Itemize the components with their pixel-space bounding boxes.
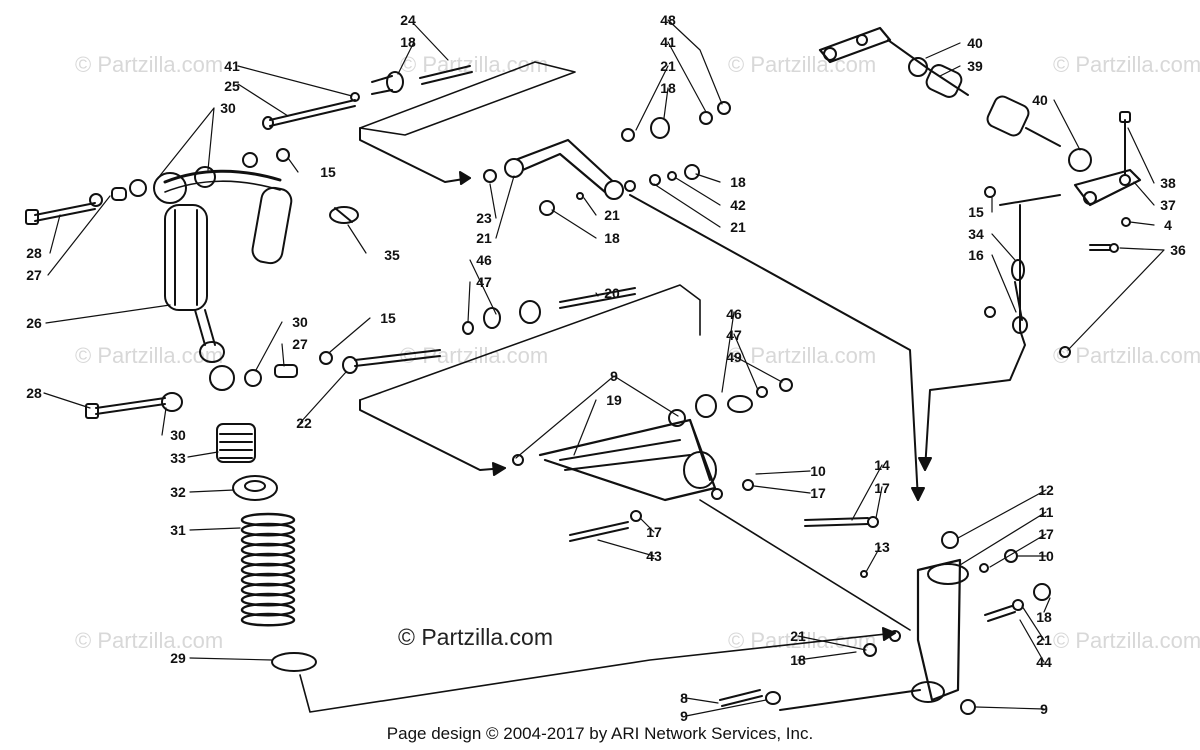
part-callout-4: 4 — [1164, 217, 1172, 233]
part-callout-40: 40 — [1032, 92, 1048, 108]
part-callout-17: 17 — [810, 485, 826, 501]
part-callout-42: 42 — [730, 197, 746, 213]
part-callout-46: 46 — [476, 252, 492, 268]
part-callout-15: 15 — [320, 164, 336, 180]
part-callout-8: 8 — [680, 690, 688, 706]
part-callout-21: 21 — [660, 58, 676, 74]
part-callout-26: 26 — [26, 315, 42, 331]
part-callout-18: 18 — [730, 174, 746, 190]
part-callout-21: 21 — [604, 207, 620, 223]
part-callout-39: 39 — [967, 58, 983, 74]
partzilla-watermark: © Partzilla.com — [398, 624, 553, 650]
lower-arm-plane — [359, 284, 911, 631]
part-callout-29: 29 — [170, 650, 186, 666]
part-callout-24: 24 — [400, 12, 416, 28]
part-callout-17: 17 — [646, 524, 662, 540]
steering-tie-rod — [818, 26, 1142, 471]
watermark: © Partzilla.com — [1053, 52, 1200, 77]
part-callout-9: 9 — [610, 368, 618, 384]
part-callout-15: 15 — [380, 310, 396, 326]
part-callout-9: 9 — [680, 708, 688, 724]
part-callout-28: 28 — [26, 385, 42, 401]
part-callout-30: 30 — [170, 427, 186, 443]
watermark: © Partzilla.com — [75, 52, 224, 77]
part-callout-21: 21 — [790, 628, 806, 644]
part-callout-22: 22 — [296, 415, 312, 431]
watermark: © Partzilla.com — [400, 343, 549, 368]
watermark: © Partzilla.com — [728, 52, 877, 77]
spindle — [719, 516, 1051, 715]
part-callout-9: 9 — [1040, 701, 1048, 717]
shock-absorber — [25, 148, 896, 713]
watermark: © Partzilla.com — [400, 52, 549, 77]
part-callout-23: 23 — [476, 210, 492, 226]
part-callout-17: 17 — [874, 480, 890, 496]
part-callout-25: 25 — [224, 78, 240, 94]
part-callout-15: 15 — [968, 204, 984, 220]
part-callout-18: 18 — [660, 80, 676, 96]
part-callout-47: 47 — [726, 327, 742, 343]
part-callout-21: 21 — [1036, 632, 1052, 648]
part-callout-10: 10 — [810, 463, 826, 479]
part-callout-18: 18 — [400, 34, 416, 50]
part-callout-36: 36 — [1170, 242, 1186, 258]
part-callout-41: 41 — [660, 34, 676, 50]
part-callout-33: 33 — [170, 450, 186, 466]
part-callout-32: 32 — [170, 484, 186, 500]
part-callout-30: 30 — [292, 314, 308, 330]
part-callout-47: 47 — [476, 274, 492, 290]
part-callout-34: 34 — [968, 226, 984, 242]
part-callout-28: 28 — [26, 245, 42, 261]
watermark: © Partzilla.com — [1053, 628, 1200, 653]
part-callout-12: 12 — [1038, 482, 1054, 498]
part-callout-20: 20 — [604, 285, 620, 301]
part-callout-27: 27 — [26, 267, 42, 283]
leader-lines — [43, 19, 1165, 717]
part-callout-18: 18 — [1036, 609, 1052, 625]
part-callout-49: 49 — [726, 349, 742, 365]
part-callout-43: 43 — [646, 548, 662, 564]
watermark: © Partzilla.com — [1053, 343, 1200, 368]
part-callout-10: 10 — [1038, 548, 1054, 564]
part-callout-41: 41 — [224, 58, 240, 74]
part-callout-14: 14 — [874, 457, 890, 473]
part-callout-44: 44 — [1036, 654, 1052, 670]
part-callout-30: 30 — [220, 100, 236, 116]
watermark: © Partzilla.com — [728, 343, 877, 368]
part-callout-27: 27 — [292, 336, 308, 352]
part-callout-18: 18 — [790, 652, 806, 668]
part-callout-17: 17 — [1038, 526, 1054, 542]
part-callout-11: 11 — [1038, 504, 1054, 520]
part-callout-16: 16 — [968, 247, 984, 263]
part-callout-37: 37 — [1160, 197, 1176, 213]
part-callout-46: 46 — [726, 306, 742, 322]
part-callout-13: 13 — [874, 539, 890, 555]
part-callout-31: 31 — [170, 522, 186, 538]
watermark: © Partzilla.com — [75, 343, 224, 368]
part-callout-21: 21 — [730, 219, 746, 235]
page-footer: Page design © 2004-2017 by ARI Network S… — [386, 724, 814, 743]
part-callout-19: 19 — [606, 392, 622, 408]
part-callout-35: 35 — [384, 247, 400, 263]
upper-arm-plane — [262, 61, 925, 501]
watermark: © Partzilla.com — [75, 628, 224, 653]
part-callout-48: 48 — [660, 12, 676, 28]
part-callout-38: 38 — [1160, 175, 1176, 191]
part-callout-40: 40 — [967, 35, 983, 51]
part-callout-18: 18 — [604, 230, 620, 246]
part-callout-21: 21 — [476, 230, 492, 246]
